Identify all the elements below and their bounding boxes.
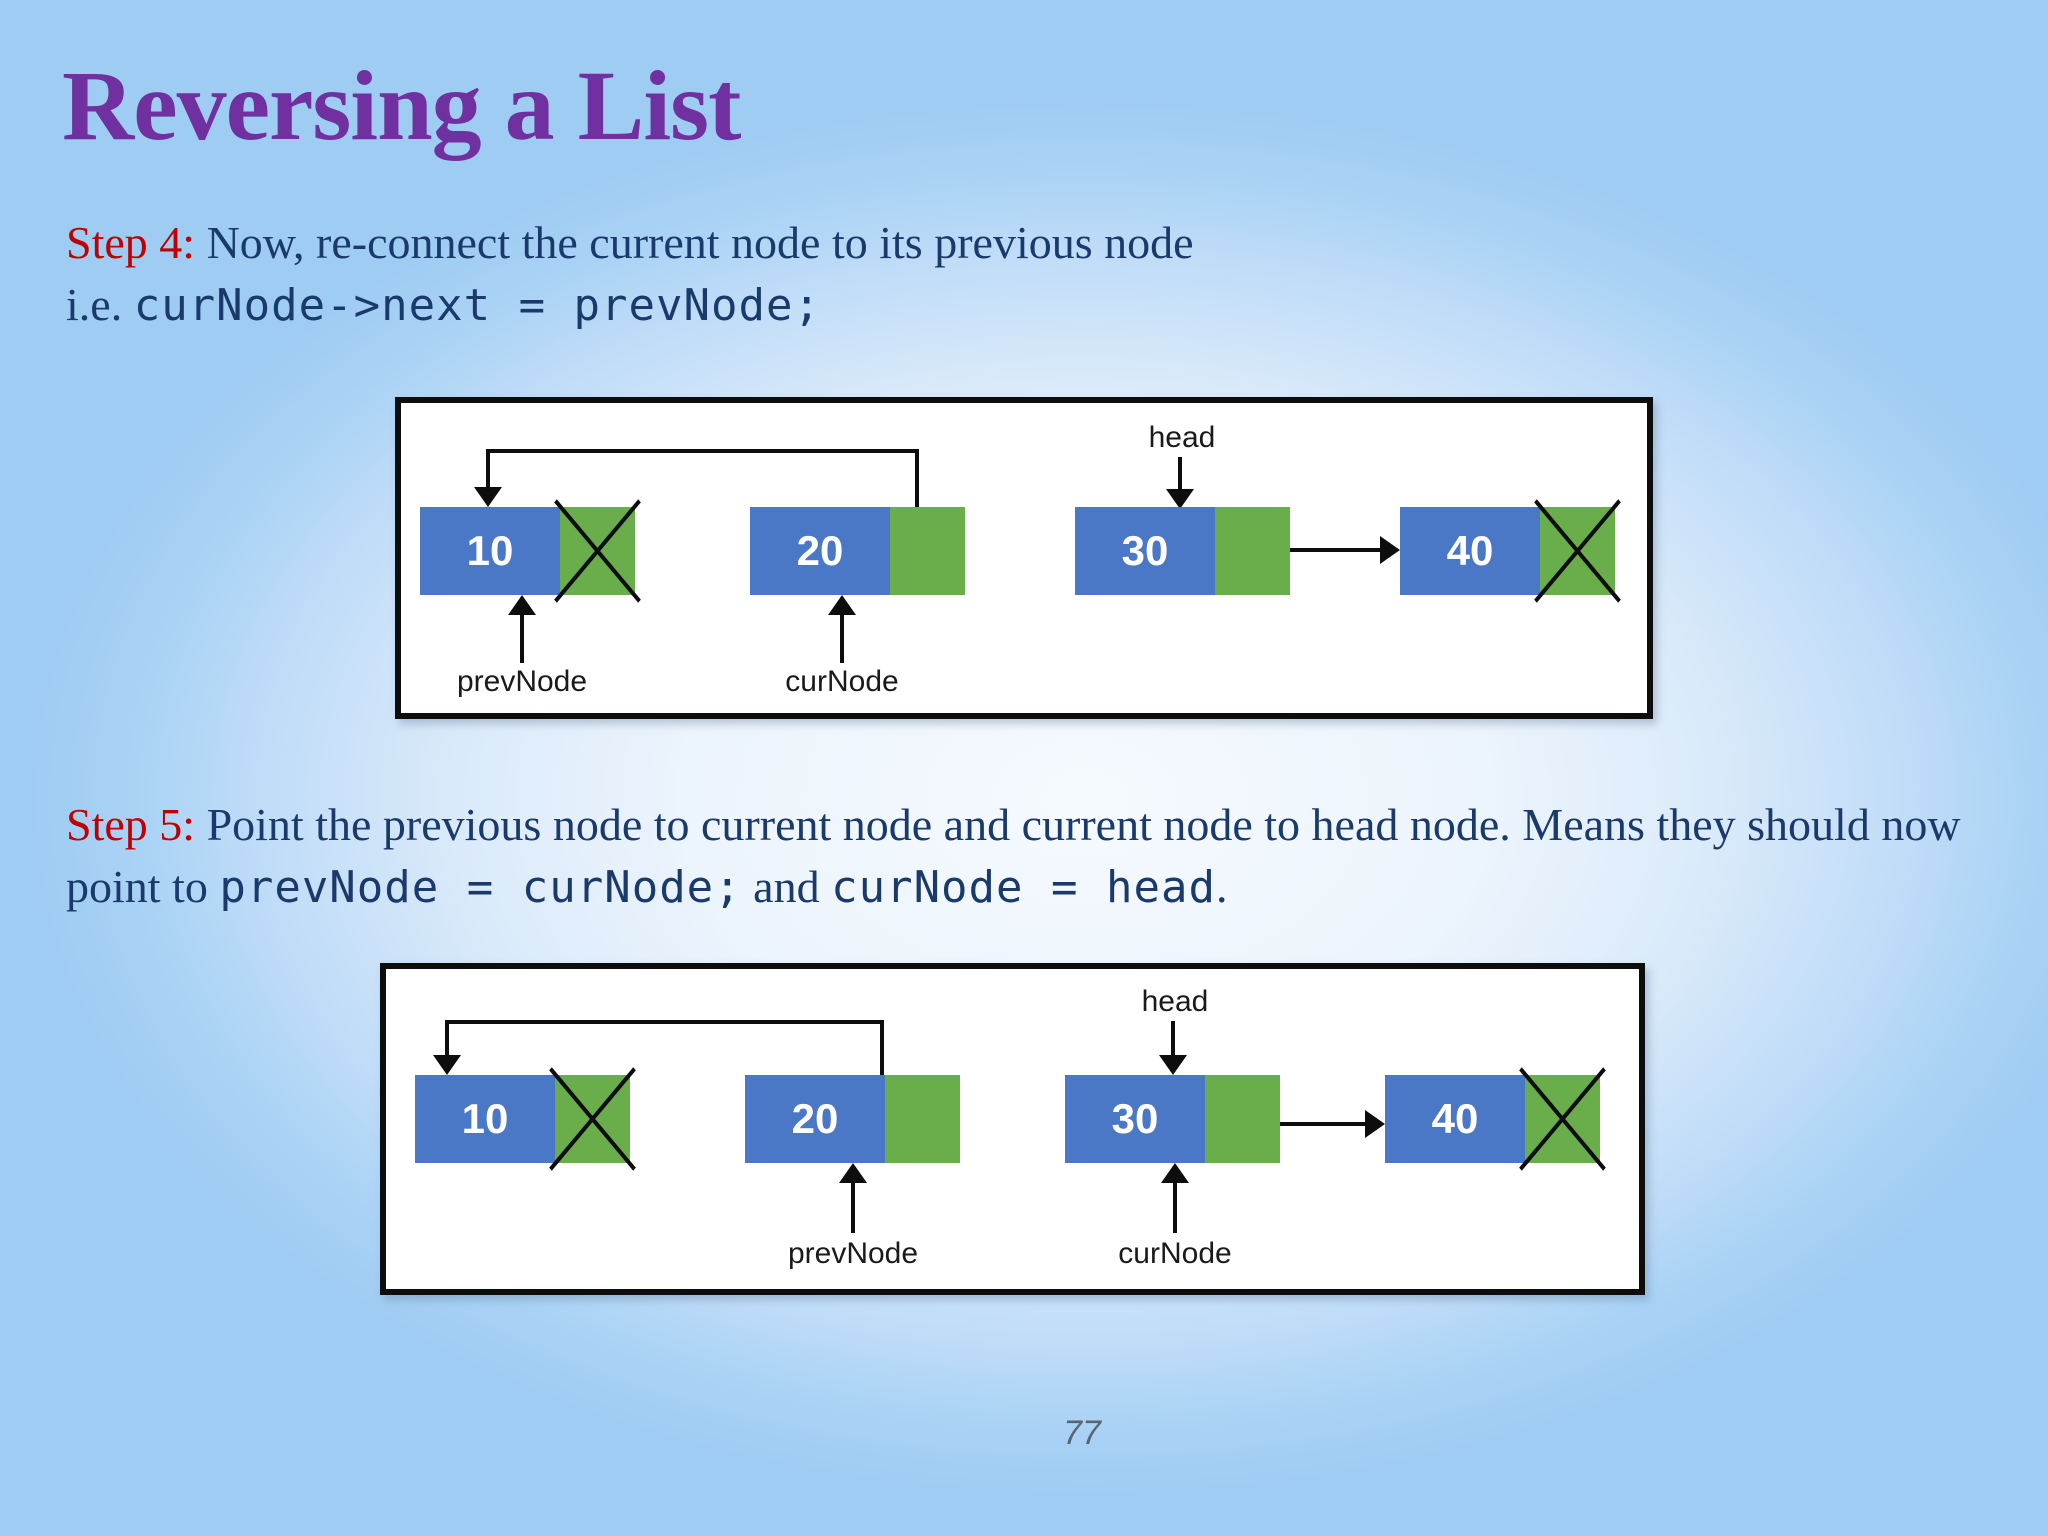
node-20-value: 20	[750, 507, 890, 595]
node-40-value: 40	[1385, 1075, 1525, 1163]
node-40: 40	[1400, 499, 1621, 603]
diagram-step5: head 10 20 30 40	[380, 963, 1645, 1295]
step5-label: Step 5:	[66, 799, 196, 850]
reverse-link-arrow-down-icon	[474, 487, 502, 507]
step4-code-line: i.e. curNode->next = prevNode;	[66, 274, 821, 336]
node-10-value: 10	[420, 507, 560, 595]
step4-text: Now, re-connect the current node to its …	[195, 217, 1194, 268]
head-arrow-down-icon	[1166, 489, 1194, 509]
diagram-step4: head 10 20 30 40	[395, 397, 1653, 719]
page-title: Reversing a List	[62, 50, 741, 161]
prevnode-arrow-up-icon	[839, 1163, 867, 1183]
node-30-next-pointer	[1215, 507, 1290, 595]
node-10-value: 10	[415, 1075, 555, 1163]
step4-label: Step 4:	[66, 217, 196, 268]
node-20: 20	[750, 507, 965, 595]
prevnode-arrow-up-icon	[508, 595, 536, 615]
prevnode-arrow-line	[851, 1181, 855, 1233]
prevnode-arrow-line	[520, 613, 524, 663]
head-pointer-label: head	[1148, 421, 1216, 454]
step4-paragraph: Step 4: Now, re-connect the current node…	[66, 212, 1194, 274]
node-10-next-pointer	[549, 1067, 636, 1171]
reverse-link-arrow-left-line	[486, 449, 490, 489]
prevnode-label: prevNode	[456, 665, 588, 698]
head-arrow-line	[1178, 457, 1182, 491]
reverse-link-arrow-left-line	[445, 1020, 449, 1057]
prevnode-label: prevNode	[787, 1237, 919, 1270]
node-20-value: 20	[745, 1075, 885, 1163]
null-x-icon	[554, 499, 641, 603]
step5-code2: curNode = head	[831, 861, 1216, 913]
node-30: 30	[1065, 1075, 1280, 1163]
node-20-next-pointer	[890, 507, 965, 595]
next-link-arrow-line	[1280, 1122, 1365, 1126]
next-link-arrow-right-icon	[1380, 536, 1400, 564]
null-x-icon	[1534, 499, 1621, 603]
null-x-icon	[1519, 1067, 1606, 1171]
node-30-value: 30	[1075, 507, 1215, 595]
step5-conjunction: and	[741, 860, 832, 912]
curnode-label: curNode	[1118, 1237, 1232, 1270]
step5-paragraph: Step 5: Point the previous node to curre…	[66, 794, 2016, 918]
step5-code1: prevNode = curNode;	[219, 861, 742, 913]
curnode-arrow-up-icon	[828, 595, 856, 615]
node-10-next-pointer	[554, 499, 641, 603]
reverse-link-arrow-right-line	[880, 1020, 884, 1075]
step5-period: .	[1215, 860, 1228, 912]
curnode-arrow-line	[840, 613, 844, 663]
curnode-label: curNode	[785, 665, 899, 698]
next-link-arrow-right-icon	[1365, 1110, 1385, 1138]
node-10: 10	[420, 499, 641, 603]
step4-code: curNode->next = prevNode;	[133, 280, 821, 331]
reverse-link-arrow-horizontal	[486, 449, 919, 453]
node-30: 30	[1075, 507, 1290, 595]
head-arrow-line	[1171, 1021, 1175, 1055]
node-10: 10	[415, 1067, 636, 1171]
node-30-value: 30	[1065, 1075, 1205, 1163]
null-x-icon	[549, 1067, 636, 1171]
node-40-next-pointer	[1519, 1067, 1606, 1171]
reverse-link-arrow-right-line	[915, 449, 919, 507]
node-20-next-pointer	[885, 1075, 960, 1163]
node-30-next-pointer	[1205, 1075, 1280, 1163]
ie-prefix: i.e.	[66, 279, 134, 330]
node-40: 40	[1385, 1067, 1606, 1171]
page-number: 77	[1063, 1414, 1101, 1452]
curnode-arrow-up-icon	[1161, 1163, 1189, 1183]
head-arrow-down-icon	[1159, 1055, 1187, 1075]
node-40-value: 40	[1400, 507, 1540, 595]
curnode-arrow-line	[1173, 1181, 1177, 1233]
node-20: 20	[745, 1075, 960, 1163]
reverse-link-arrow-horizontal	[445, 1020, 884, 1024]
next-link-arrow-line	[1290, 548, 1380, 552]
head-pointer-label: head	[1141, 985, 1209, 1018]
reverse-link-arrow-down-icon	[433, 1055, 461, 1075]
node-40-next-pointer	[1534, 499, 1621, 603]
step5-text: Point the previous node to current node …	[66, 799, 1961, 912]
